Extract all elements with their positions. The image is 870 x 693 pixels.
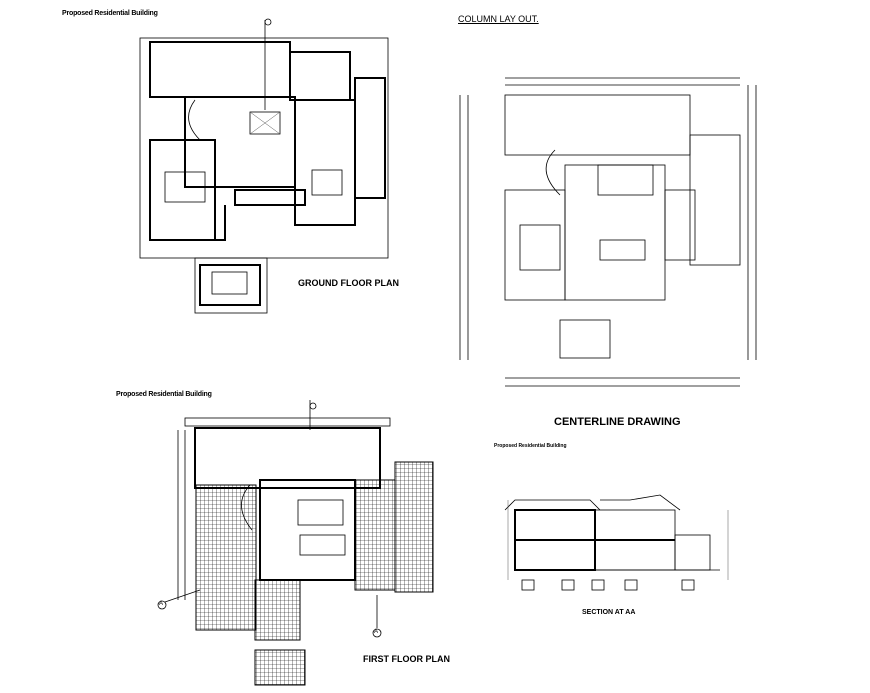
section-aa bbox=[504, 494, 729, 591]
column-layout-title: COLUMN LAY OUT. bbox=[458, 14, 539, 24]
ground-floor-plan-title: GROUND FLOOR PLAN bbox=[298, 278, 399, 288]
column-layout-plan bbox=[459, 77, 757, 387]
ground-floor-project-label: Proposed Residential Building bbox=[62, 10, 158, 17]
ground-floor-plan bbox=[139, 18, 389, 314]
first-floor-plan-title: FIRST FLOOR PLAN bbox=[363, 654, 450, 664]
first-floor-plan bbox=[157, 400, 434, 686]
section-aa-title: SECTION AT AA bbox=[582, 609, 636, 616]
section-project-label: Proposed Residential Building bbox=[494, 443, 567, 449]
centerline-drawing-title: CENTERLINE DRAWING bbox=[554, 416, 681, 428]
grid-marker-a-right: A bbox=[374, 629, 379, 635]
first-floor-project-label: Proposed Residential Building bbox=[116, 391, 212, 398]
grid-marker-a-left: A bbox=[159, 601, 164, 607]
